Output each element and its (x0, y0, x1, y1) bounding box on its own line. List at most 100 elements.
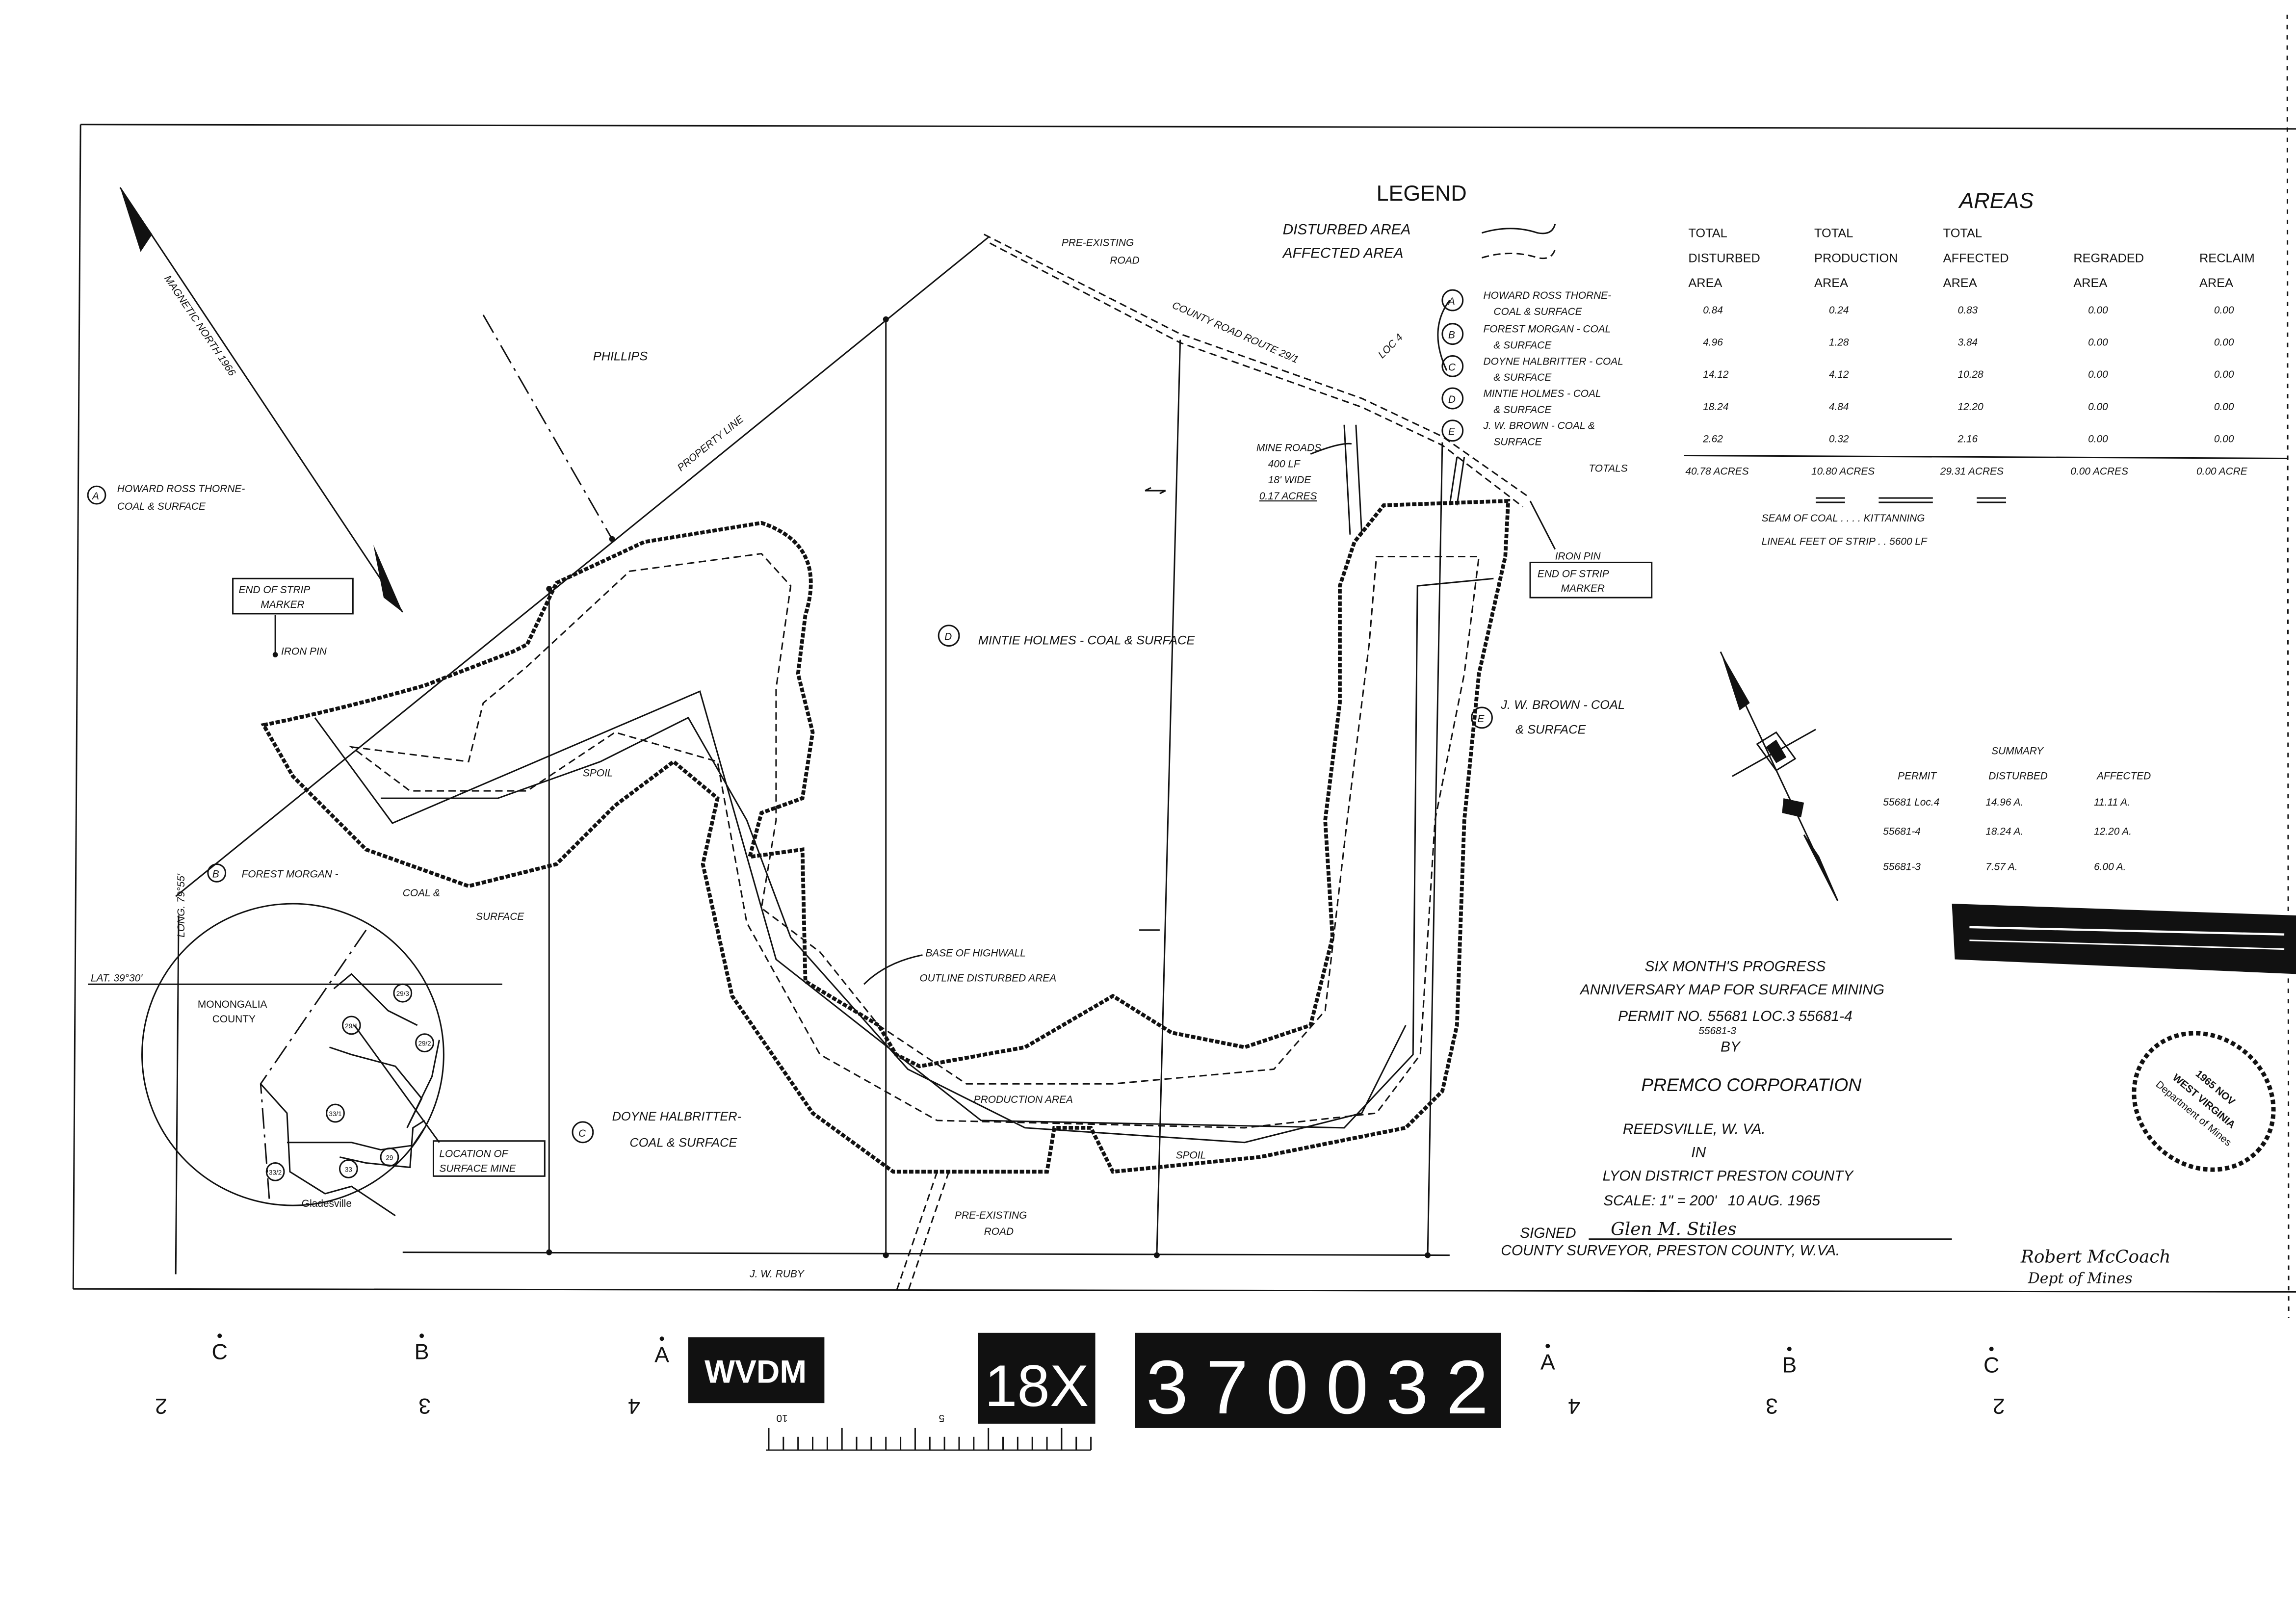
outline-disturbed: OUTLINE DISTURBED AREA (919, 972, 1056, 984)
areas-cell: 10.28 (1958, 369, 1984, 380)
areas-column-header: TOTAL (1688, 227, 1727, 240)
end-of-strip-right-2: MARKER (1561, 583, 1605, 594)
areas-cell: 14.12 (1703, 369, 1729, 380)
areas-column-header: AREA (1814, 276, 1848, 290)
spoil-bottom: SPOIL (1176, 1150, 1206, 1161)
summary-header: PERMIT (1898, 770, 1937, 782)
owner-name: MINTIE HOLMES - COAL (1483, 388, 1601, 399)
owner-rights: & SURFACE (1493, 372, 1552, 383)
production-area: PRODUCTION AREA (974, 1094, 1073, 1105)
summary-header: AFFECTED (2096, 770, 2151, 782)
areas-column-header: REGRADED (2073, 251, 2144, 265)
double-rule (1816, 497, 2007, 503)
film-mark-top: C (1983, 1353, 1999, 1377)
owner-key-circle (1441, 355, 1464, 377)
legend-disturbed-label: DISTURBED AREA (1283, 222, 1411, 238)
route-number: 33 (345, 1166, 352, 1173)
summary-cell: 6.00 A. (2094, 861, 2126, 872)
title-in: IN (1691, 1145, 1706, 1161)
company-city: REEDSVILLE, W. VA. (1623, 1121, 1766, 1137)
areas-title: AREAS (1958, 188, 2034, 213)
ruler-label: 5 (939, 1412, 945, 1424)
film-mark-top: A (654, 1343, 669, 1367)
summary-cell: 12.20 A. (2094, 826, 2132, 837)
owner-key-circle (1441, 289, 1464, 312)
mine-roads-4: 0.17 ACRES (1259, 491, 1317, 502)
film-number-digit: 0 (1326, 1344, 1368, 1430)
map-date: 10 AUG. 1965 (1728, 1193, 1820, 1209)
film-number-digit: 3 (1146, 1344, 1188, 1430)
areas-cell: 4.84 (1829, 401, 1849, 413)
owner-key: E (1448, 426, 1456, 438)
owner-rights: & SURFACE (1493, 340, 1552, 351)
route-number: 33/1 (329, 1110, 341, 1118)
dept-signature-1: Robert McCoach (2020, 1247, 2171, 1267)
film-number-digit: 2 (1446, 1344, 1488, 1430)
property-line (175, 236, 989, 897)
areas-cell: 0.00 (2088, 434, 2108, 445)
route-number: 29/1 (345, 1022, 358, 1030)
county-road (984, 234, 1531, 499)
owner-b-map-2: COAL & (403, 887, 440, 899)
areas-cell: 0.00 (2214, 434, 2234, 445)
areas-total: 40.78 ACRES (1685, 466, 1748, 477)
areas-cell: 4.96 (1703, 337, 1723, 348)
film-dot (419, 1333, 424, 1338)
areas-column-header: AREA (2073, 276, 2107, 290)
surveyor-signature: Glen M. Stiles (1611, 1219, 1737, 1239)
areas-cell: 0.00 (2214, 305, 2234, 316)
title-by: BY (1721, 1039, 1741, 1055)
areas-table: AREAS TOTALDISTURBEDAREATOTALPRODUCTIONA… (1684, 188, 2288, 548)
map-labels: PHILLIPS PRE-EXISTING ROAD MINE ROADS 40… (87, 237, 1653, 1279)
route-shield (380, 1148, 399, 1167)
summary-cell: 55681-3 (1883, 861, 1921, 872)
route-shield (415, 1033, 434, 1053)
north-arrow-compass (1720, 651, 1839, 901)
permit-number: PERMIT NO. 55681 LOC.3 55681-4 (1618, 1008, 1852, 1024)
film-mark-bottom: 4 (1568, 1394, 1580, 1418)
owner-rights: SURFACE (1493, 437, 1542, 448)
affected-area-outline (348, 552, 1480, 1129)
base-of-highwall: BASE OF HIGHWALL (925, 948, 1026, 959)
inset-county-1: MONONGALIA (198, 999, 267, 1010)
legend-disturbed-swatch (1482, 224, 1556, 235)
iron-pin-left: IRON PIN (281, 646, 327, 657)
title-line-2: ANNIVERSARY MAP FOR SURFACE MINING (1579, 982, 1884, 998)
agency-label-box (688, 1337, 825, 1404)
film-mark-bottom: 2 (1993, 1394, 2005, 1418)
spoil-left: SPOIL (583, 767, 613, 779)
summary-cell: 7.57 A. (1985, 861, 2017, 872)
legend-affected-label: AFFECTED AREA (1282, 245, 1404, 261)
film-dot (1989, 1347, 1994, 1352)
inset-location-1: LOCATION OF (439, 1148, 508, 1160)
map-scale: SCALE: 1" = 200' (1603, 1193, 1717, 1209)
owner-name: DOYNE HALBRITTER - COAL (1483, 356, 1623, 367)
film-dot (1545, 1344, 1550, 1349)
svg-text:B: B (212, 868, 219, 880)
owner-key: D (1448, 394, 1456, 405)
film-mark-bottom: 3 (418, 1394, 431, 1418)
end-of-strip-left-box (232, 577, 354, 615)
areas-column-header: DISTURBED (1688, 251, 1760, 265)
loc-note: LOC 4 (1376, 332, 1405, 361)
coal-seam: SEAM OF COAL . . . . KITTANNING (1762, 513, 1925, 524)
owner-e-map-2: & SURFACE (1515, 723, 1586, 737)
areas-cell: 0.00 (2088, 369, 2108, 380)
route-shield (339, 1159, 358, 1178)
areas-column-header: AREA (1688, 276, 1722, 290)
owner-rights: COAL & SURFACE (1493, 306, 1582, 317)
summary-cell: 11.11 A. (2094, 797, 2130, 808)
route-number: 29/2 (418, 1040, 431, 1047)
owner-key: A (1447, 296, 1455, 307)
county-road-label: COUNTY ROAD ROUTE 29/1 (1171, 300, 1300, 366)
svg-text:D: D (944, 631, 952, 643)
totals-label: TOTALS (1589, 463, 1627, 474)
reduction-box (978, 1332, 1096, 1424)
svg-text:A: A (91, 491, 99, 502)
summary-header: DISTURBED (1988, 770, 2048, 782)
areas-cell: 0.83 (1958, 305, 1978, 316)
owner-name: J. W. BROWN - COAL & (1483, 420, 1594, 432)
svg-text:E: E (1478, 713, 1485, 725)
